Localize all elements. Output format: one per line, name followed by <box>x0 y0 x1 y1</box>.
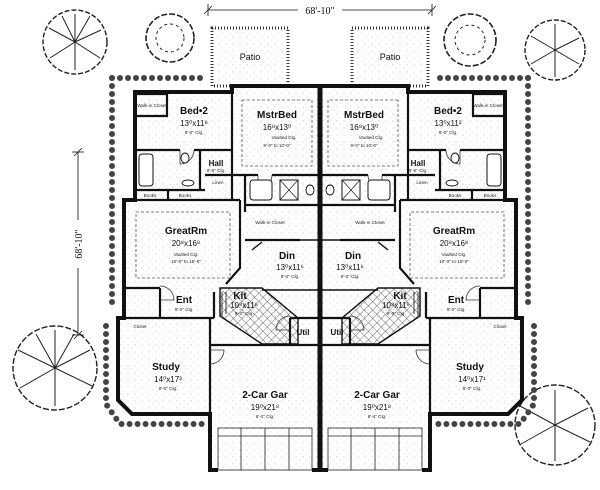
linen-label: Linen <box>416 180 428 185</box>
bed2-size: 13⁰x11⁸ <box>180 119 208 128</box>
great-room-ceiling-outline <box>135 211 231 279</box>
hall-name: Hall <box>411 159 426 168</box>
great-room-name: GreatRm <box>165 226 207 237</box>
garage-size: 19⁰x21⁸ <box>363 403 391 412</box>
master-name: MstrBed <box>257 110 297 121</box>
garage-door <box>217 427 313 471</box>
books-label: Books <box>484 193 497 198</box>
dining-ceiling: 9'-0" Clg. <box>341 274 360 279</box>
bathtub <box>249 179 273 201</box>
master-ceiling: Vaulted Clg. <box>359 135 384 140</box>
master-size: 16⁸x13⁰ <box>350 123 378 132</box>
right-unit-plan <box>320 28 534 470</box>
garage-name: 2-Car Gar <box>242 390 288 401</box>
dining-name: Din <box>345 251 361 262</box>
entry-ceiling: 9'-0" Clg. <box>447 307 466 312</box>
entry-ceiling: 9'-0" Clg. <box>175 307 194 312</box>
books-label: Books <box>449 193 462 198</box>
overall-depth: 68'-10" <box>74 229 85 258</box>
dining-name: Din <box>279 251 295 262</box>
hall-ceiling: 9'-0" Clg. <box>409 168 428 173</box>
master-ceiling: Vaulted Clg. <box>272 135 297 140</box>
kitchen-ceiling: 9'-0" Clg. <box>387 311 406 316</box>
bed2-ceiling: 9'-0" Clg. <box>439 130 458 135</box>
great-room-ceiling: Vaulted Clg. <box>174 252 199 257</box>
bed2-closet-label: Walk-in Closet <box>137 103 167 108</box>
utility-label: Util <box>297 328 310 337</box>
study-size: 14⁰x17¹ <box>458 375 486 384</box>
study-name: Study <box>152 362 180 373</box>
toilet <box>180 152 190 164</box>
kitchen-name: Kit <box>393 291 407 302</box>
kitchen-counter <box>221 292 227 316</box>
books-label: Books <box>144 193 157 198</box>
tree <box>42 9 108 75</box>
great-room-size: 20⁸x16⁸ <box>440 239 469 248</box>
kitchen-size: 10⁸x11⁶ <box>230 301 258 310</box>
overall-width: 68'-10" <box>305 6 334 17</box>
tree <box>524 19 586 81</box>
study-size: 14⁰x17³ <box>154 375 182 384</box>
dining-ceiling: 9'-0" Clg. <box>281 274 300 279</box>
garage-ceiling: 8'-4" Clg. <box>368 414 387 419</box>
hedge <box>103 75 209 427</box>
entry-name: Ent <box>448 295 465 306</box>
master-closet-label: Walk-in Closet <box>255 220 285 225</box>
master-size: 16⁸x13⁰ <box>263 123 291 132</box>
master-name: MstrBed <box>344 110 384 121</box>
study-ceiling: 9'-0" Clg. <box>159 386 178 391</box>
bed2-size: 13⁰x11² <box>434 119 461 128</box>
toilet <box>305 184 315 196</box>
great-room-ceiling-range: 10'-0" to 15'-0" <box>439 259 469 264</box>
master-ceiling-range: 9'-0" to 10'-0" <box>350 143 378 148</box>
kitchen-name: Kit <box>233 291 247 302</box>
tree <box>514 384 596 466</box>
entry-name: Ent <box>176 295 193 306</box>
kitchen-ceiling: 9'-0" Clg. <box>235 311 254 316</box>
dining-size: 13⁰x11⁶ <box>336 263 364 272</box>
bed2-closet-label: Walk-in Closet <box>473 103 503 108</box>
study-ceiling: 9'-0" Clg. <box>463 386 482 391</box>
garage-ceiling: 8'-4" Clg. <box>256 414 275 419</box>
kitchen-size: 10⁸x11⁶ <box>382 301 410 310</box>
bed2-name: Bed•2 <box>434 106 462 117</box>
hall-name: Hall <box>209 159 224 168</box>
great-room-name: GreatRm <box>433 226 475 237</box>
hall-ceiling: 9'-0" Clg. <box>207 168 226 173</box>
great-room-ceiling: Vaulted Clg. <box>442 252 467 257</box>
tree <box>145 13 195 63</box>
bed2-ceiling: 9'-0" Clg. <box>185 130 204 135</box>
patio-label: Patio <box>380 52 401 62</box>
great-room-size: 20⁸x16⁸ <box>172 239 201 248</box>
study-name: Study <box>456 362 484 373</box>
dining-walls <box>251 239 320 291</box>
dining-size: 13⁰x11⁶ <box>276 263 304 272</box>
closet-label: Closet <box>493 324 507 329</box>
closet-label: Closet <box>133 324 147 329</box>
linen-label: Linen <box>212 180 224 185</box>
left-unit-plan <box>103 26 323 472</box>
bed2-name: Bed•2 <box>180 106 208 117</box>
shower <box>279 179 299 201</box>
utility-label: Util <box>331 328 344 337</box>
tree <box>443 13 497 67</box>
patio-label: Patio <box>240 52 261 62</box>
bathtub <box>138 153 154 187</box>
master-ceiling-range: 9'-0" to 10'-0" <box>263 143 291 148</box>
master-closet-label: Walk-in Closet <box>355 220 385 225</box>
garage-size: 19⁰x21⁸ <box>251 403 279 412</box>
books-label: Books <box>179 193 192 198</box>
tree <box>12 325 98 411</box>
sink <box>181 179 195 187</box>
master-ceiling-outline <box>241 99 313 167</box>
great-room-ceiling-range: 10'-0" to 15'-0" <box>171 259 201 264</box>
garage-name: 2-Car Gar <box>354 390 400 401</box>
